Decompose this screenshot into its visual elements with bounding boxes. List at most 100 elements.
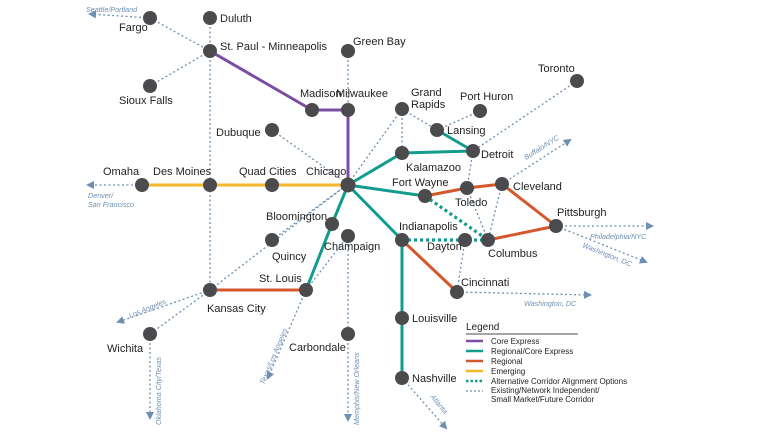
node-quincy[interactable] [265, 233, 279, 247]
label-green-bay: Green Bay [353, 36, 406, 48]
alt-fortwayne-columbus [424, 194, 489, 242]
label-grand-rapids-line2: Rapids [411, 99, 446, 111]
label-fargo: Fargo [119, 22, 148, 34]
label-dubuque: Dubuque [216, 127, 261, 139]
ext-label-oklahoma-texas: Oklahoma City/Texas [154, 357, 163, 425]
label-lansing: Lansing [447, 125, 486, 137]
core-express-corridors [208, 49, 350, 187]
label-columbus: Columbus [488, 248, 538, 260]
node-cleveland[interactable] [495, 177, 509, 191]
node-des-moines[interactable] [203, 178, 217, 192]
city-labels: Duluth Fargo St. Paul - Minneapolis Siou… [103, 13, 607, 385]
node-carbondale[interactable] [341, 327, 355, 341]
node-detroit[interactable] [466, 144, 480, 158]
ext-label-memphis-new-orleans: Memphis/New Orleans [352, 352, 361, 425]
ext-label-washington-2: Washington, DC [524, 299, 577, 308]
label-kansas-city: Kansas City [207, 303, 266, 315]
node-green-bay[interactable] [341, 44, 355, 58]
legend-title: Legend [466, 322, 499, 333]
label-detroit: Detroit [481, 149, 513, 161]
node-nashville[interactable] [395, 371, 409, 385]
label-chicago: Chicago [306, 166, 346, 178]
corridor-kc-wichita [149, 289, 211, 335]
label-milwaukee: Milwaukee [336, 88, 388, 100]
label-des-moines: Des Moines [153, 166, 212, 178]
label-cincinnati: Cincinnati [461, 277, 509, 289]
node-madison[interactable] [305, 103, 319, 117]
label-kalamazoo: Kalamazoo [406, 162, 461, 174]
corridor-siouxfalls-stpaul [149, 50, 211, 87]
legend: Legend Core Express Regional/Core Expres… [466, 322, 627, 404]
node-grand-rapids[interactable] [395, 102, 409, 116]
node-dubuque[interactable] [265, 123, 279, 137]
ext-label-atlanta: Atlanta [428, 392, 450, 416]
arrow-los-angeles-1 [116, 289, 211, 324]
ext-label-denver-line2: San Francisco [88, 200, 134, 209]
node-fort-wayne[interactable] [418, 189, 432, 203]
node-lansing[interactable] [430, 123, 444, 137]
node-kalamazoo[interactable] [395, 146, 409, 160]
label-fort-wayne: Fort Wayne [392, 177, 448, 189]
legend-label-existing-line2: Small Market/Future Corridor [491, 395, 594, 404]
node-milwaukee[interactable] [341, 103, 355, 117]
corridor-cleveland-columbus [487, 183, 503, 241]
node-toronto[interactable] [570, 74, 584, 88]
node-indianapolis[interactable] [395, 233, 409, 247]
line-stpaul-madison-milwaukee [208, 49, 350, 112]
label-grand-rapids-line1: Grand [411, 87, 442, 99]
label-wichita: Wichita [107, 343, 144, 355]
node-columbus[interactable] [481, 233, 495, 247]
label-louisville: Louisville [412, 313, 457, 325]
node-champaign[interactable] [341, 229, 355, 243]
label-st-paul: St. Paul - Minneapolis [220, 41, 327, 53]
node-dayton[interactable] [458, 233, 472, 247]
line-cleveland-pittsburgh [500, 182, 558, 228]
label-port-huron: Port Huron [460, 91, 513, 103]
ext-label-seattle-portland: Seattle/Portland [86, 5, 138, 14]
label-quad-cities: Quad Cities [239, 166, 297, 178]
label-champaign: Champaign [324, 241, 380, 253]
corridor-grandrapids-chicago [347, 108, 403, 185]
ext-label-buffalo-nyc: Buffalo/NYC [522, 133, 561, 162]
alternative-corridors [402, 194, 489, 242]
regional-corridors [208, 182, 558, 294]
corridor-toledo-columbus [466, 187, 489, 241]
node-duluth[interactable] [203, 11, 217, 25]
node-toledo[interactable] [460, 181, 474, 195]
ext-label-philadelphia-nyc: Philadelphia/NYC [590, 232, 647, 241]
node-chicago[interactable] [340, 177, 356, 193]
node-wichita[interactable] [143, 327, 157, 341]
node-quad-cities[interactable] [265, 178, 279, 192]
arrow-atlanta [401, 377, 448, 430]
node-omaha[interactable] [135, 178, 149, 192]
external-connections [86, 10, 654, 430]
node-port-huron[interactable] [473, 104, 487, 118]
node-st-louis[interactable] [299, 283, 313, 297]
label-omaha: Omaha [103, 166, 140, 178]
node-st-paul[interactable] [203, 44, 217, 58]
line-chicago-indianapolis [346, 183, 404, 242]
legend-items: Core Express Regional/Core Express Regio… [466, 337, 627, 404]
label-quincy: Quincy [272, 251, 307, 263]
legend-label-regional-core-express: Regional/Core Express [491, 347, 573, 356]
label-duluth: Duluth [220, 13, 252, 25]
legend-label-existing: Existing/Network Independent/ Small Mark… [491, 386, 602, 404]
node-bloomington[interactable] [325, 217, 339, 231]
arrow-seattle-portland [88, 10, 151, 19]
legend-label-emerging: Emerging [491, 367, 525, 376]
node-fargo[interactable] [143, 11, 157, 25]
label-sioux-falls: Sioux Falls [119, 95, 173, 107]
corridor-fargo-stpaul [149, 17, 211, 52]
node-louisville[interactable] [395, 311, 409, 325]
node-pittsburgh[interactable] [549, 219, 563, 233]
label-nashville: Nashville [412, 373, 457, 385]
node-kansas-city[interactable] [203, 283, 217, 297]
ext-label-denver-sf: Denver/ San Francisco [88, 191, 134, 209]
ext-label-los-angeles-1: Los Angeles [127, 297, 167, 320]
line-chicago-fortwayne [346, 183, 427, 198]
node-sioux-falls[interactable] [143, 79, 157, 93]
node-cincinnati[interactable] [450, 285, 464, 299]
label-madison: Madison [300, 88, 342, 100]
ext-label-denver-line1: Denver/ [88, 191, 114, 200]
